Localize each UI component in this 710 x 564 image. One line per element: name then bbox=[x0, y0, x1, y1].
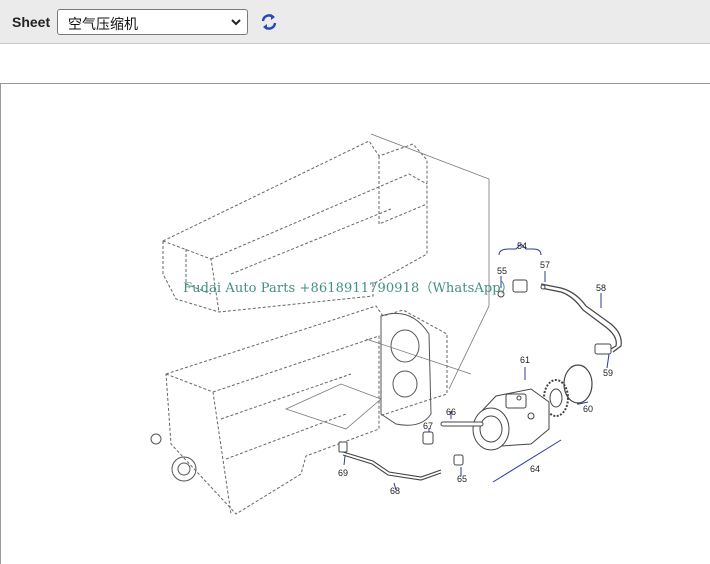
callout-57: 57 bbox=[540, 260, 550, 270]
fitting-69 bbox=[338, 441, 348, 453]
callout-65: 65 bbox=[457, 474, 467, 484]
gear-housing bbox=[150, 312, 432, 482]
callout-67: 67 bbox=[423, 421, 433, 431]
sheet-select-value: 空气压缩机 bbox=[68, 17, 138, 33]
callout-66: 66 bbox=[446, 407, 456, 417]
upper-engine-block bbox=[162, 140, 428, 313]
oil-line-68 bbox=[342, 451, 442, 481]
callout-64: 64 bbox=[530, 464, 540, 474]
compressor-64 bbox=[472, 388, 550, 451]
callout-lines bbox=[343, 243, 610, 491]
air-line-58 bbox=[540, 283, 622, 353]
fitting-65 bbox=[453, 454, 464, 466]
fitting-55 bbox=[497, 279, 546, 298]
pin-66 bbox=[440, 421, 484, 427]
sheet-label: Sheet bbox=[12, 14, 51, 30]
chevron-down-icon bbox=[231, 19, 241, 26]
gasket-60 bbox=[563, 364, 593, 404]
callout-59: 59 bbox=[603, 368, 613, 378]
parts-diagram: 54 55 57 58 59 60 61 64 65 66 67 68 69 bbox=[150, 133, 622, 515]
parts-diagram-viewer[interactable]: 54 55 57 58 59 60 61 64 65 66 67 68 69 F… bbox=[0, 83, 710, 564]
callout-69: 69 bbox=[338, 468, 348, 478]
sheet-select[interactable]: 空气压缩机 bbox=[57, 9, 248, 35]
callout-60: 60 bbox=[583, 404, 593, 414]
fitting-59 bbox=[594, 343, 612, 355]
callout-54: 54 bbox=[517, 241, 527, 251]
watermark-text: Fudai Auto Parts +8618911790918（WhatsApp… bbox=[183, 281, 514, 296]
callout-61: 61 bbox=[520, 355, 530, 365]
lower-engine-block bbox=[165, 305, 448, 515]
toolbar: Sheet 空气压缩机 bbox=[0, 0, 710, 44]
callout-55: 55 bbox=[497, 266, 507, 276]
assembly-outline bbox=[284, 133, 490, 430]
refresh-icon[interactable] bbox=[259, 12, 279, 32]
bolt-67 bbox=[422, 431, 434, 445]
callout-58: 58 bbox=[596, 283, 606, 293]
callout-68: 68 bbox=[390, 486, 400, 496]
